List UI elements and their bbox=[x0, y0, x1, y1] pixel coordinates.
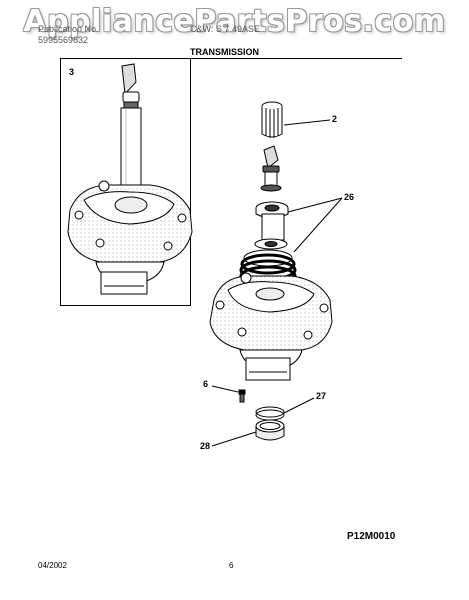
transmission-assembly-left bbox=[67, 63, 193, 295]
publication-label: Publication No. bbox=[38, 24, 99, 34]
section-title: TRANSMISSION bbox=[190, 47, 260, 57]
watermark-logo: AppliancePartsPros.com bbox=[23, 4, 446, 39]
leader-lines bbox=[211, 119, 343, 447]
callout-3: 3 bbox=[69, 67, 75, 77]
footer-date: 04/2002 bbox=[38, 561, 67, 570]
footer-page-number: 6 bbox=[229, 561, 234, 570]
header-rule bbox=[60, 58, 402, 59]
callout-26: 26 bbox=[344, 192, 355, 202]
model-suffix: 49ASE bbox=[232, 24, 261, 34]
callout-2: 2 bbox=[332, 114, 338, 124]
bushing-part bbox=[255, 419, 285, 441]
splined-sleeve-part bbox=[261, 101, 283, 138]
diagram-code: P12M0010 bbox=[347, 531, 396, 542]
transmission-assembly-right bbox=[209, 145, 333, 381]
callout-27: 27 bbox=[316, 391, 327, 401]
publication-number: 5995569632 bbox=[38, 35, 89, 45]
model-label: C&W: S 7 bbox=[190, 24, 230, 34]
screw-part bbox=[238, 389, 246, 403]
callout-28: 28 bbox=[200, 441, 211, 451]
callout-6: 6 bbox=[203, 379, 209, 389]
ring-part bbox=[255, 406, 285, 421]
assembly-inset-box bbox=[60, 59, 191, 306]
